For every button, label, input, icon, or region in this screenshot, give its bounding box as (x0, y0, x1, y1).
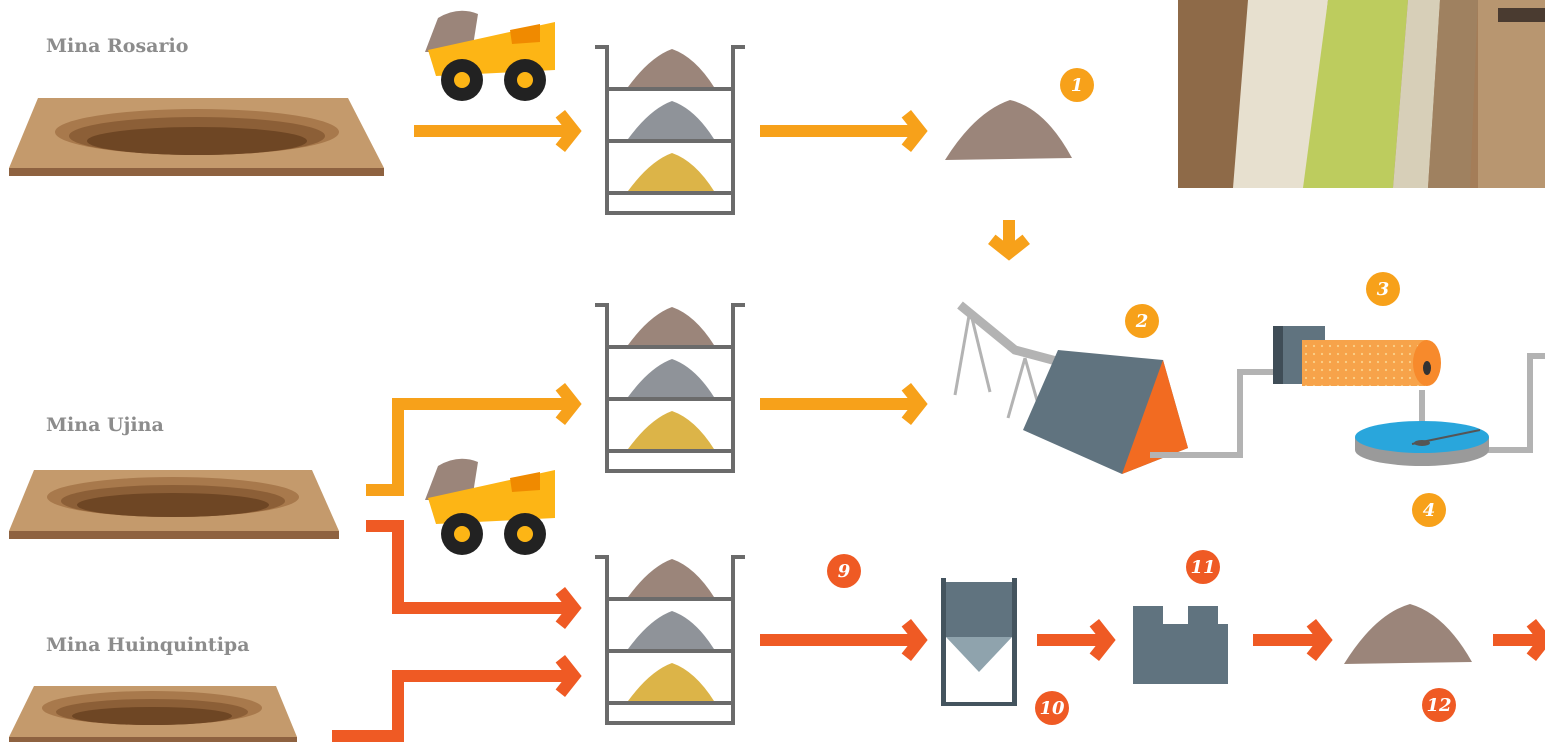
open-pit-icon (9, 686, 297, 742)
flow-arrow (992, 220, 1026, 253)
haul-truck-icon (425, 459, 555, 555)
haul-truck-icon (425, 11, 555, 101)
worker-photo (1178, 0, 1545, 188)
flow-arrow (1037, 623, 1108, 657)
step-badge-9: 9 (827, 554, 861, 588)
mine-label-ujina: Mina Ujina (46, 414, 164, 436)
step-badge-12: 12 (1422, 688, 1456, 722)
step-badge-3: 3 (1366, 272, 1400, 306)
ore-pile-icon (945, 100, 1072, 160)
ore-pile-icon (628, 153, 714, 191)
ore-pile-icon (628, 359, 714, 397)
flow-arrow (760, 114, 920, 148)
step-badge-1: 1 (1060, 68, 1094, 102)
mine-label-huinquintipa: Mina Huinquintipa (46, 634, 250, 656)
flotation-disc-icon (1355, 421, 1489, 466)
ore-pile-icon (628, 411, 714, 449)
step-badge-11: 11 (1186, 550, 1220, 584)
stockpile-rack-icon (595, 303, 745, 473)
ball-mill-icon (1273, 326, 1441, 386)
flow-arrow (760, 387, 920, 421)
ore-pile-icon (628, 101, 714, 139)
flow-arrow (760, 623, 920, 657)
press-block-icon (1133, 606, 1228, 684)
open-pit-icon (9, 98, 384, 176)
ore-pile-icon (628, 49, 714, 87)
flow-arrow (332, 659, 574, 736)
ore-pile-icon (628, 663, 714, 701)
ore-pile-icon (628, 559, 714, 597)
flow-arrow (1493, 623, 1545, 657)
flow-arrow (414, 114, 574, 148)
ore-pile-icon (628, 307, 714, 345)
open-pit-icon (9, 470, 339, 539)
step-badge-10: 10 (1035, 691, 1069, 725)
ore-pile-icon (628, 611, 714, 649)
step-badge-4: 4 (1412, 493, 1446, 527)
flow-arrow (1253, 623, 1325, 657)
ore-pile-icon (1344, 604, 1472, 664)
hopper-icon (941, 578, 1017, 706)
stockpile-rack-icon (595, 555, 745, 725)
mine-label-rosario: Mina Rosario (46, 35, 188, 57)
step-badge-2: 2 (1125, 304, 1159, 338)
stockpile-rack-icon (595, 45, 745, 215)
